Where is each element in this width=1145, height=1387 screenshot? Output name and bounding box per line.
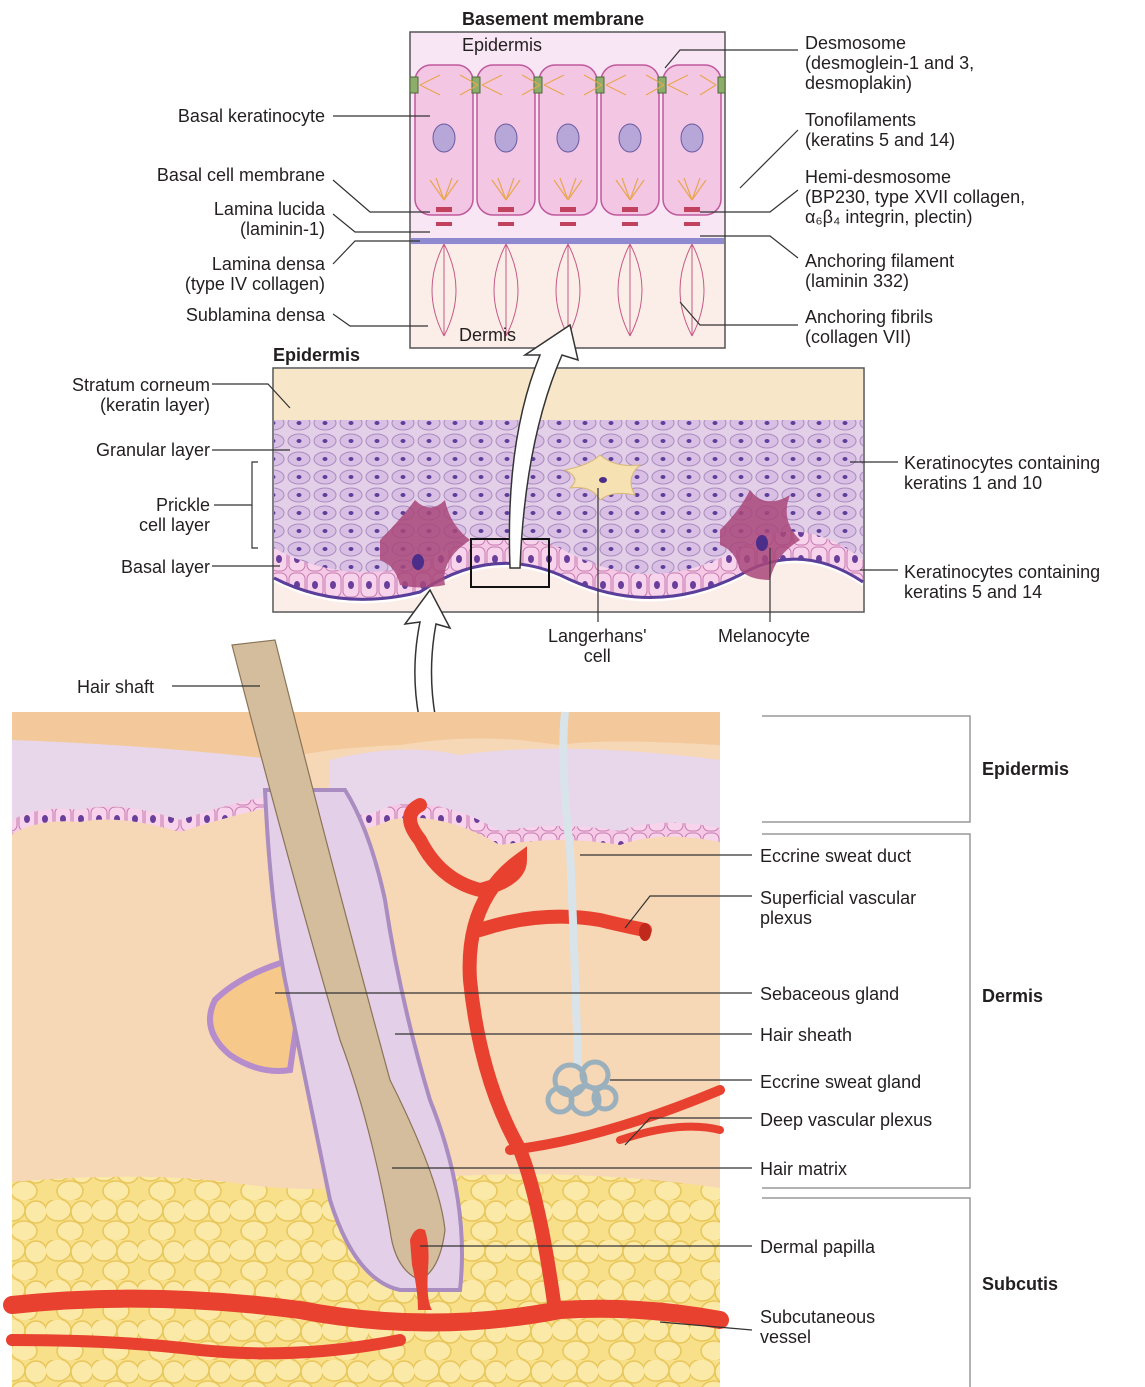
anchoring-fibrils-label: Anchoring fibrils (collagen VII) <box>805 307 933 347</box>
skin-section-panel <box>12 640 720 1387</box>
eccrine-sweat-duct-label: Eccrine sweat duct <box>760 846 911 866</box>
lamina-densa-label: Lamina densa (type IV collagen) <box>185 254 325 294</box>
top-epidermis-label: Epidermis <box>462 35 542 55</box>
hair-sheath-label: Hair sheath <box>760 1025 852 1045</box>
hemidesmosome-label: Hemi-desmosome (BP230, type XVII collage… <box>805 167 1025 227</box>
region-epidermis-label: Epidermis <box>982 759 1069 779</box>
basement-membrane-title: Basement membrane <box>462 9 644 29</box>
anchoring-filament-label: Anchoring filament (laminin 332) <box>805 251 954 291</box>
top-dermis-label: Dermis <box>459 325 516 345</box>
deep-vascular-plexus-label: Deep vascular plexus <box>760 1110 932 1130</box>
tonofilaments-label: Tonofilaments (keratins 5 and 14) <box>805 110 955 150</box>
eccrine-sweat-gland-label: Eccrine sweat gland <box>760 1072 921 1092</box>
middle-epidermis-title: Epidermis <box>273 345 360 365</box>
stratum-corneum-label: Stratum corneum (keratin layer) <box>72 375 210 415</box>
granular-layer-label: Granular layer <box>96 440 210 460</box>
region-subcutis-label: Subcutis <box>982 1274 1058 1294</box>
hair-shaft-label: Hair shaft <box>77 677 154 697</box>
superficial-vascular-plexus-label: Superficial vascular plexus <box>760 888 916 928</box>
prickle-cell-layer-label: Prickle cell layer <box>139 495 210 535</box>
lamina-lucida-label: Lamina lucida (laminin-1) <box>214 199 325 239</box>
sublamina-densa-label: Sublamina densa <box>186 305 325 325</box>
langerhans-cell-label: Langerhans' cell <box>548 626 647 666</box>
epidermis-panel <box>273 368 864 612</box>
desmosome-label: Desmosome (desmoglein-1 and 3, desmoplak… <box>805 33 974 93</box>
basal-keratinocyte-cells <box>415 65 721 215</box>
dermal-papilla-label: Dermal papilla <box>760 1237 875 1257</box>
subcutaneous-vessel-label: Subcutaneous vessel <box>760 1307 875 1347</box>
basement-membrane-panel <box>410 32 725 348</box>
basal-layer-label: Basal layer <box>121 557 210 577</box>
basal-cell-membrane-label: Basal cell membrane <box>157 165 325 185</box>
lamina-densa <box>411 238 724 244</box>
region-brackets <box>762 716 970 1387</box>
region-dermis-label: Dermis <box>982 986 1043 1006</box>
hair-matrix-label: Hair matrix <box>760 1159 847 1179</box>
melanocyte-label: Melanocyte <box>718 626 810 646</box>
sebaceous-gland-label: Sebaceous gland <box>760 984 899 1004</box>
basal-keratinocyte-label: Basal keratinocyte <box>178 106 325 126</box>
keratinocytes-1-10-label: Keratinocytes containing keratins 1 and … <box>904 453 1100 493</box>
keratinocytes-5-14-label: Keratinocytes containing keratins 5 and … <box>904 562 1100 602</box>
